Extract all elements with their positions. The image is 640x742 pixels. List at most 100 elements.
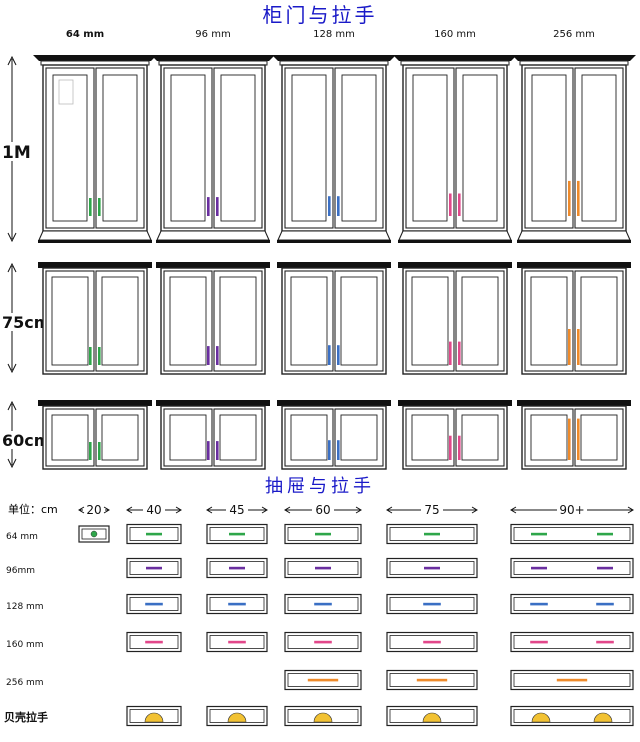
cabinet-top (156, 262, 270, 268)
drawer-handle (530, 640, 548, 644)
drawer-inner (209, 561, 265, 575)
door-inner-panel (290, 414, 328, 461)
door-handle (216, 197, 219, 216)
door-panel (405, 408, 455, 467)
door-inner-panel (290, 276, 328, 366)
drawer-row: 贝壳拉手 (4, 705, 634, 727)
door-handle (449, 341, 452, 365)
drawer-handle (229, 532, 245, 536)
drawer-handle (597, 532, 613, 536)
door-handle (216, 441, 219, 460)
cabinet-crown (512, 55, 636, 61)
width-value: 90+ (559, 503, 584, 517)
shell-handle (531, 712, 551, 723)
door-handle (577, 418, 580, 460)
width-arrow-head (386, 506, 393, 514)
cabinet (33, 55, 157, 243)
door-handle (328, 440, 331, 460)
door-inner-panel (531, 74, 567, 222)
drawer (284, 631, 362, 653)
width-value: 60 (315, 503, 330, 517)
door-panel (455, 408, 505, 467)
drawer-row-label: 160 mm (6, 640, 44, 650)
drawer-handle (596, 602, 614, 606)
cabinet (38, 262, 152, 375)
cabinet-plinth (277, 230, 391, 241)
drawer-handle (307, 678, 339, 682)
size-label: 64 mm (66, 29, 104, 40)
drawer-inner (129, 527, 179, 541)
drawer-inner (389, 673, 475, 687)
drawer-inner (389, 527, 475, 541)
glass-highlight (58, 79, 74, 105)
cabinet (38, 400, 152, 470)
cabinet-top (398, 400, 512, 406)
width-value: 40 (146, 503, 161, 517)
drawer (206, 523, 268, 545)
width-header: 20 (78, 503, 110, 517)
width-arrow-head (284, 506, 291, 514)
door-inner-panel (219, 276, 257, 366)
door-panel (574, 270, 624, 372)
shell-handle (144, 712, 164, 723)
cabinet (277, 262, 391, 375)
drawer (126, 631, 182, 653)
door-handle (568, 329, 571, 365)
arrow-head-down (7, 363, 17, 374)
door-panel (334, 408, 384, 467)
drawer-inner (209, 597, 265, 611)
drawer-inner (513, 635, 631, 649)
width-header: 75 (386, 503, 478, 517)
cabinet-top (38, 262, 152, 268)
cabinet-top (38, 400, 152, 406)
door-handle (207, 197, 210, 216)
door-panel (284, 270, 334, 372)
drawer-inner (389, 561, 475, 575)
drawer-handle (315, 566, 331, 570)
door-row: 1M (1, 55, 636, 243)
door-panel (213, 270, 263, 372)
drawer (386, 669, 478, 691)
size-label: 128 mm (313, 29, 355, 40)
cabinet (156, 262, 270, 375)
drawer-inner (287, 635, 359, 649)
cabinet (393, 55, 517, 243)
drawer (510, 631, 634, 653)
shell-handle (422, 712, 442, 723)
doors-title: 柜门与拉手 (263, 3, 378, 27)
width-arrow-head (206, 506, 213, 514)
door-panel (574, 408, 624, 467)
cabinet-crown (272, 55, 396, 61)
drawers-title: 抽屉与拉手 (265, 476, 375, 497)
door-panel (163, 408, 213, 467)
drawer-handle (416, 678, 448, 682)
drawer (206, 557, 268, 579)
drawer-row: 160 mm (6, 631, 634, 653)
drawer-handle (146, 566, 162, 570)
door-handle (216, 346, 219, 365)
door-handle (568, 180, 571, 216)
drawer-handle (229, 566, 245, 570)
door-inner-panel (580, 414, 618, 461)
door-inner-panel (220, 74, 256, 222)
height-label: 60cm (2, 431, 50, 450)
cabinet-plinth (517, 230, 631, 241)
door-panel (45, 408, 95, 467)
width-value: 20 (86, 503, 101, 517)
width-header: 90+ (510, 503, 634, 517)
drawer-handle (596, 640, 614, 644)
door-panel (524, 270, 574, 372)
door-inner-panel (412, 74, 448, 222)
drawer-inner (287, 709, 359, 723)
door-row: 75cm (1, 262, 631, 375)
drawer-handle (423, 602, 441, 606)
size-label: 160 mm (434, 29, 476, 40)
door-panel (95, 408, 145, 467)
door-panel (334, 67, 384, 229)
door-panel (524, 67, 574, 229)
width-arrow-head (627, 506, 634, 514)
size-label: 256 mm (553, 29, 595, 40)
width-arrow-head (261, 506, 268, 514)
door-inner-panel (169, 276, 207, 366)
